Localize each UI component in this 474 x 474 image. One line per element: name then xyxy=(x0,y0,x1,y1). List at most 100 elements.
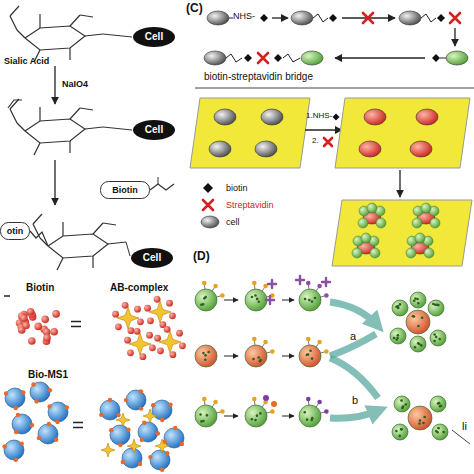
avidin-star xyxy=(143,409,157,423)
bond-line xyxy=(34,143,40,155)
particle xyxy=(259,359,262,362)
process-arrow xyxy=(224,356,238,357)
particle xyxy=(2,444,6,448)
particle xyxy=(310,419,313,422)
legend-text: Streptavidin xyxy=(226,200,274,210)
ligand-cross xyxy=(296,276,304,284)
particle xyxy=(270,349,275,354)
particle xyxy=(306,397,311,402)
legend-sample xyxy=(200,181,222,195)
merge-arrow xyxy=(330,410,380,418)
particle xyxy=(303,411,306,414)
particle xyxy=(147,317,154,324)
ms1-cell xyxy=(100,400,120,420)
bond-line xyxy=(33,214,42,224)
particle xyxy=(173,426,177,430)
cell-body xyxy=(432,424,448,440)
particle xyxy=(317,400,322,405)
cell-symbol xyxy=(261,109,283,125)
avidin-star xyxy=(159,331,181,353)
ms1-cell xyxy=(150,450,170,470)
bond-line xyxy=(57,258,63,270)
captured-cell xyxy=(430,218,440,228)
dash-sign xyxy=(4,295,10,297)
particle xyxy=(21,390,25,394)
cell-body xyxy=(390,328,406,344)
particle xyxy=(395,430,398,433)
particle xyxy=(127,349,134,356)
cell-body xyxy=(195,345,217,367)
glycosidic-link xyxy=(126,242,130,256)
particle xyxy=(256,298,259,301)
particle xyxy=(399,303,402,306)
particle xyxy=(434,304,437,307)
bond-line xyxy=(70,108,80,119)
particle xyxy=(160,468,164,472)
particle xyxy=(137,318,144,325)
particle xyxy=(176,330,183,337)
bond-line xyxy=(108,242,126,244)
particle xyxy=(142,421,146,425)
particle xyxy=(165,451,169,455)
particle xyxy=(324,293,329,298)
cell-symbol xyxy=(204,51,226,65)
particle xyxy=(118,443,122,447)
biotin-box: otin xyxy=(0,222,30,240)
streptavidin-symbol xyxy=(258,53,268,63)
particle xyxy=(154,335,161,342)
captured-cell xyxy=(352,248,362,258)
bond-line xyxy=(103,223,116,225)
particle xyxy=(121,460,125,464)
cell-shape xyxy=(133,27,175,47)
bond-line xyxy=(229,18,233,19)
particle xyxy=(168,403,172,407)
ms1-cell xyxy=(30,382,50,402)
particle xyxy=(156,431,160,435)
particle xyxy=(31,382,35,386)
cell-symbol xyxy=(416,109,438,125)
streptavidin-symbol xyxy=(203,200,213,210)
cell-body xyxy=(406,310,430,334)
aldehyde-group xyxy=(8,100,22,108)
particle xyxy=(270,409,275,414)
bond-line xyxy=(17,30,25,38)
glycosidic-link xyxy=(103,127,132,130)
particle xyxy=(397,305,400,308)
particle xyxy=(252,281,257,286)
particle xyxy=(20,441,24,445)
ms1-cell xyxy=(5,388,25,408)
cell-body xyxy=(195,405,217,427)
ms1-cell xyxy=(48,402,68,422)
leader-line xyxy=(452,430,470,444)
avidin-star xyxy=(129,333,151,355)
cut-text: li xyxy=(462,420,467,432)
cell-body xyxy=(430,396,446,412)
cell-body xyxy=(299,289,321,311)
panel-heading: AB-complex xyxy=(110,282,168,293)
particle xyxy=(324,349,329,354)
particle xyxy=(306,281,311,286)
glycosidic-link xyxy=(103,34,132,37)
biotin-symbol xyxy=(244,54,252,62)
linker-chain xyxy=(283,54,300,62)
particle xyxy=(204,296,207,299)
particle xyxy=(400,428,403,431)
substrate-plate xyxy=(332,200,472,266)
cell-symbol xyxy=(301,51,323,65)
artwork xyxy=(2,6,474,472)
particle xyxy=(99,413,103,417)
particle xyxy=(251,296,254,299)
hydrazone-link xyxy=(30,231,48,246)
reagent-name: NHS- xyxy=(233,12,255,22)
captured-cell xyxy=(370,248,380,258)
bond-line xyxy=(92,256,93,268)
particle xyxy=(311,300,314,303)
particle xyxy=(30,423,34,427)
particle xyxy=(416,298,419,301)
particle xyxy=(254,294,257,297)
bond-line xyxy=(85,127,103,129)
bond-line xyxy=(440,58,446,59)
particle xyxy=(306,418,309,421)
particle xyxy=(257,356,260,359)
legend-sample xyxy=(200,198,222,212)
